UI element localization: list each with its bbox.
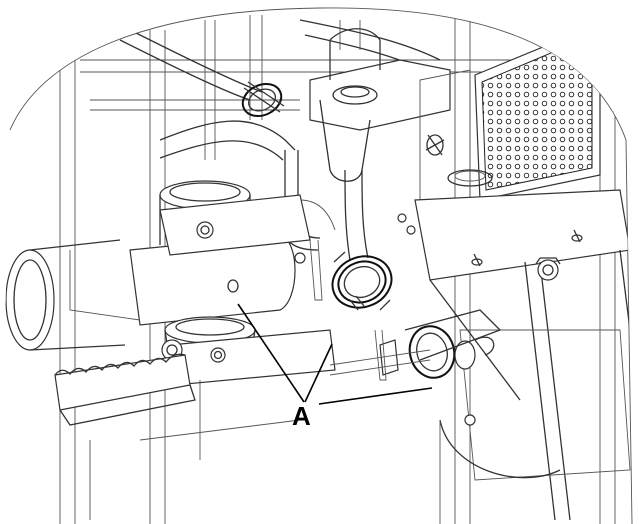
center-hose [299, 169, 369, 261]
foot-step [54, 353, 196, 426]
upper-pipe-clamp [241, 81, 285, 118]
bracket-bolts [397, 213, 583, 281]
main-hose-clamp [331, 251, 393, 311]
bolt-small-2 [471, 253, 483, 267]
callout-label: A [292, 401, 311, 431]
bolt-small-1 [571, 229, 583, 243]
upper-reservoir [309, 20, 451, 182]
bolt-small-3 [397, 213, 416, 235]
bracket-plate-right [414, 189, 631, 521]
lower-coupler [379, 309, 502, 426]
bolt-large [535, 257, 561, 281]
callout-leaders [237, 303, 433, 405]
hose-clip-right [425, 134, 493, 187]
machine-assembly [5, 15, 631, 524]
perforated-grille [419, 39, 601, 221]
left-cylinder [5, 239, 141, 351]
connecting-tubes [89, 239, 441, 524]
mounting-block [159, 194, 336, 386]
